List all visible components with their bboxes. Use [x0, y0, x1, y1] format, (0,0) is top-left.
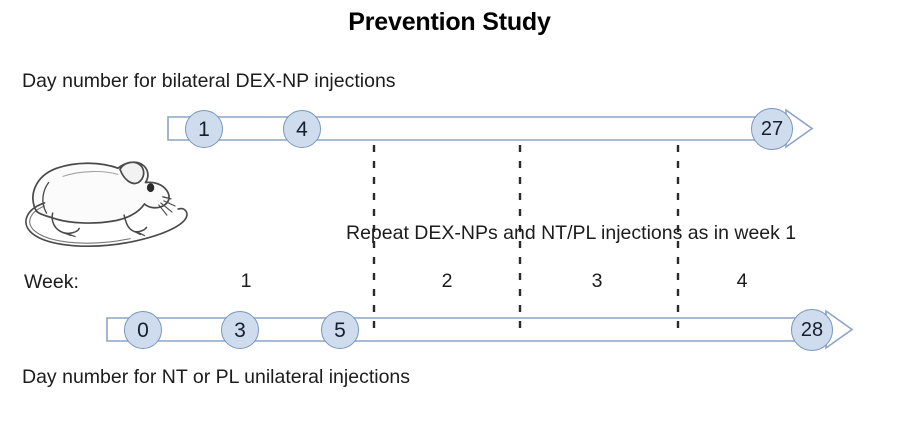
mouse-icon	[25, 161, 188, 247]
week-number-3: 3	[591, 270, 603, 292]
bottom-timeline-arrow	[106, 309, 854, 350]
day-marker-bottom-3[interactable]: 3	[221, 311, 259, 349]
week-number-4: 4	[736, 270, 748, 292]
repeat-injections-note: Repeat DEX-NPs and NT/PL injections as i…	[346, 222, 797, 244]
figure-title: Prevention Study	[348, 8, 551, 36]
day-marker-bottom-5[interactable]: 5	[321, 311, 359, 349]
caption-bottom-timeline: Day number for NT or PL unilateral injec…	[22, 366, 411, 388]
day-marker-top-1[interactable]: 1	[185, 110, 223, 148]
top-timeline-arrow	[167, 108, 814, 149]
week-number-2: 2	[441, 270, 453, 292]
day-marker-top-27[interactable]: 27	[751, 108, 793, 150]
day-marker-bottom-28[interactable]: 28	[791, 309, 833, 351]
day-marker-top-4[interactable]: 4	[283, 110, 321, 148]
week-row-label: Week:	[24, 271, 79, 293]
week-number-1: 1	[240, 270, 252, 292]
caption-top-timeline: Day number for bilateral DEX-NP injectio…	[22, 70, 396, 92]
day-marker-bottom-0[interactable]: 0	[124, 311, 162, 349]
